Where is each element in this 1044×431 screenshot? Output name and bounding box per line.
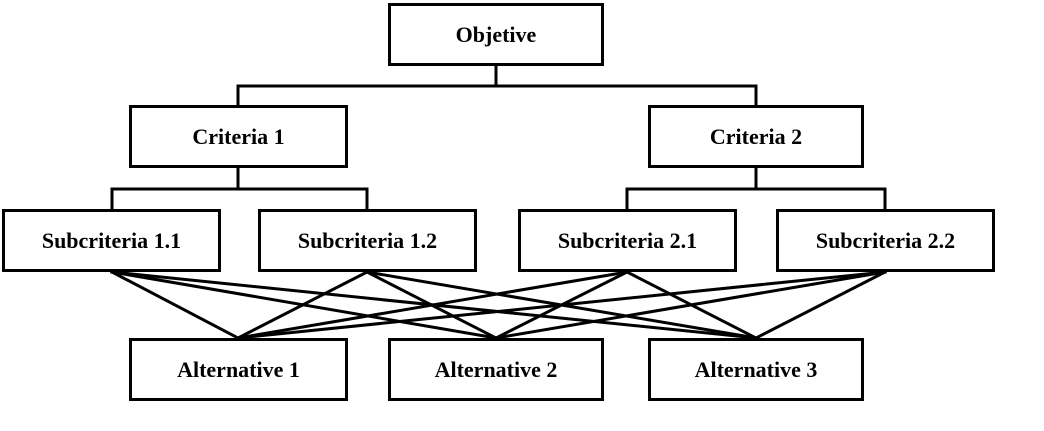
- criteria-1-node: Criteria 1: [129, 105, 348, 168]
- link-s12-a1: [235, 269, 370, 341]
- link-s22-a2: [494, 270, 887, 340]
- subcriteria-2-1-node: Subcriteria 2.1: [518, 209, 737, 272]
- objective-node: Objetive: [388, 3, 604, 66]
- link-s22-a1: [236, 270, 887, 340]
- criteria-2-node: Criteria 2: [648, 105, 864, 168]
- alternative-3-node: Alternative 3: [648, 338, 864, 401]
- subcriteria-1-1-node: Subcriteria 1.1: [2, 209, 221, 272]
- link-s11-a1: [109, 269, 241, 341]
- alternative-1-node: Alternative 1: [129, 338, 348, 401]
- subcriteria-2-2-node: Subcriteria 2.2: [776, 209, 995, 272]
- link-s22-a3: [753, 269, 888, 341]
- alternative-2-node: Alternative 2: [388, 338, 604, 401]
- link-s21-a1: [236, 270, 629, 340]
- subcriteria-1-2-node: Subcriteria 1.2: [258, 209, 477, 272]
